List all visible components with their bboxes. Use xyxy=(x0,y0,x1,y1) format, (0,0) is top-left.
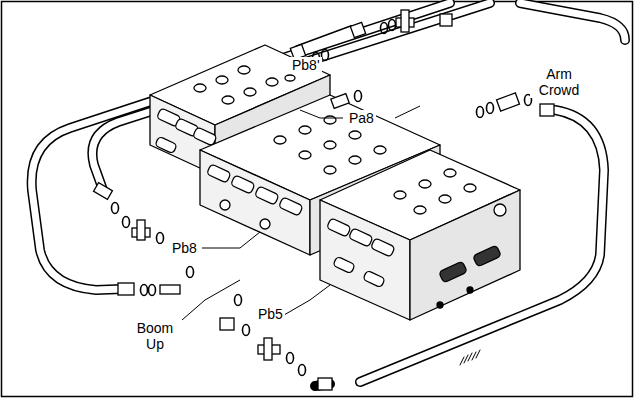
port-label: Boom Up xyxy=(128,320,182,352)
port-label: Pb8' xyxy=(290,57,322,73)
port-label: Pa8 xyxy=(347,110,376,126)
port-label: Arm Crowd xyxy=(530,66,588,98)
port-label: Pb5 xyxy=(256,306,285,322)
port-label: Pb8 xyxy=(170,240,199,256)
